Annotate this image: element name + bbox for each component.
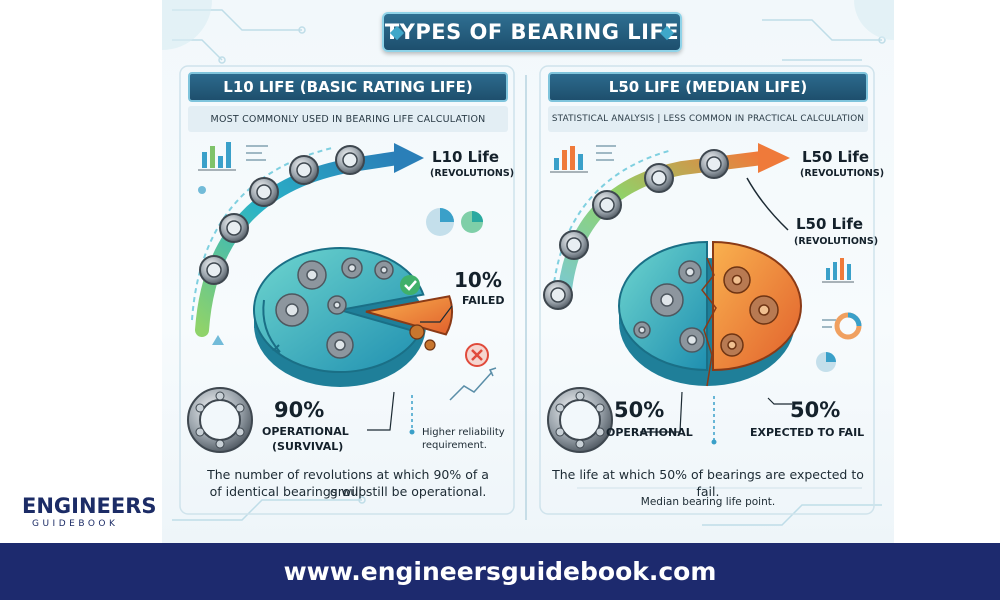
right-operational-percent: 50%: [614, 398, 665, 422]
left-bearing-rings: [199, 145, 365, 285]
left-arrow-label: L10 Life: [432, 148, 500, 166]
left-operational-percent: 90%: [274, 398, 325, 422]
left-failed-percent: 10%: [454, 268, 502, 292]
left-arrow-head: [394, 143, 424, 173]
right-panel-frame: [539, 65, 875, 515]
pie-slice-failed: [365, 295, 453, 336]
right-side-sublabel: (REVOLUTIONS): [794, 236, 879, 247]
list-lines-icon: [246, 145, 268, 161]
right-arrow-head: [758, 143, 790, 173]
left-panel-header: L10 LIFE (BASIC RATING LIFE): [188, 72, 508, 102]
broken-gear-icon: [720, 266, 779, 357]
right-pie-chart: [618, 240, 802, 387]
footer-bar: www.engineersguidebook.com: [0, 543, 1000, 600]
right-failed-label: EXPECTED TO FAIL: [750, 426, 865, 439]
left-description-line2: of identical bearings will still be oper…: [209, 484, 487, 499]
page-title: TYPES OF BEARING LIFE: [382, 12, 682, 52]
bar-chart-icon: [550, 146, 588, 173]
left-arrow-sublabel: (REVOLUTIONS): [430, 168, 515, 179]
gear-icon: [633, 260, 705, 353]
left-note: Higher reliability requirement.: [422, 427, 505, 451]
left-panel-subheader: MOST COMMONLY USED IN BEARING LIFE CALCU…: [188, 106, 508, 132]
bearing-icon: [187, 387, 253, 453]
left-operational-sublabel: (SURVIVAL): [272, 440, 344, 453]
check-icon: [400, 275, 420, 295]
bearing-icon: [547, 387, 613, 453]
left-progress-arrow: [195, 151, 405, 337]
left-panel-frame: [179, 65, 515, 515]
gear-icon: [275, 257, 394, 359]
left-failed-label: FAILED: [462, 294, 505, 307]
right-description: The life at which 50% of bearings are ex…: [552, 467, 864, 499]
right-arrow-label: L50 Life: [802, 148, 870, 166]
list-lines-icon: [596, 145, 616, 161]
logo-wordmark: ENGINEERS: [22, 494, 157, 518]
website-link[interactable]: www.engineersguidebook.com: [283, 557, 717, 586]
bar-chart-icon: [198, 142, 236, 171]
trend-line-icon: [449, 371, 493, 401]
left-pie-chart: [253, 247, 453, 387]
small-pie-icon: [426, 208, 483, 236]
left-description-line1: The number of revolutions at which 90% o…: [207, 467, 489, 499]
right-note: Median bearing life point.: [640, 496, 776, 508]
right-bearing-rings: [543, 149, 729, 310]
infographic-artwork: [162, 0, 894, 526]
right-panel-header: L50 LIFE (MEDIAN LIFE): [548, 72, 868, 102]
infographic-card: TYPES OF BEARING LIFE L10 LIFE (BASIC RA…: [162, 0, 894, 543]
logo-tagline: GUIDEBOOK: [32, 519, 119, 529]
right-panel-subheader: STATISTICAL ANALYSIS | LESS COMMON IN PR…: [548, 106, 868, 132]
right-arrow-sublabel: (REVOLUTIONS): [800, 168, 885, 179]
bar-chart-icon: [822, 258, 854, 283]
right-operational-label: OPERATIONAL: [606, 426, 693, 439]
left-operational-label: OPERATIONAL: [262, 425, 349, 438]
right-failed-percent: 50%: [790, 398, 841, 422]
right-side-label: L50 Life: [796, 215, 864, 233]
